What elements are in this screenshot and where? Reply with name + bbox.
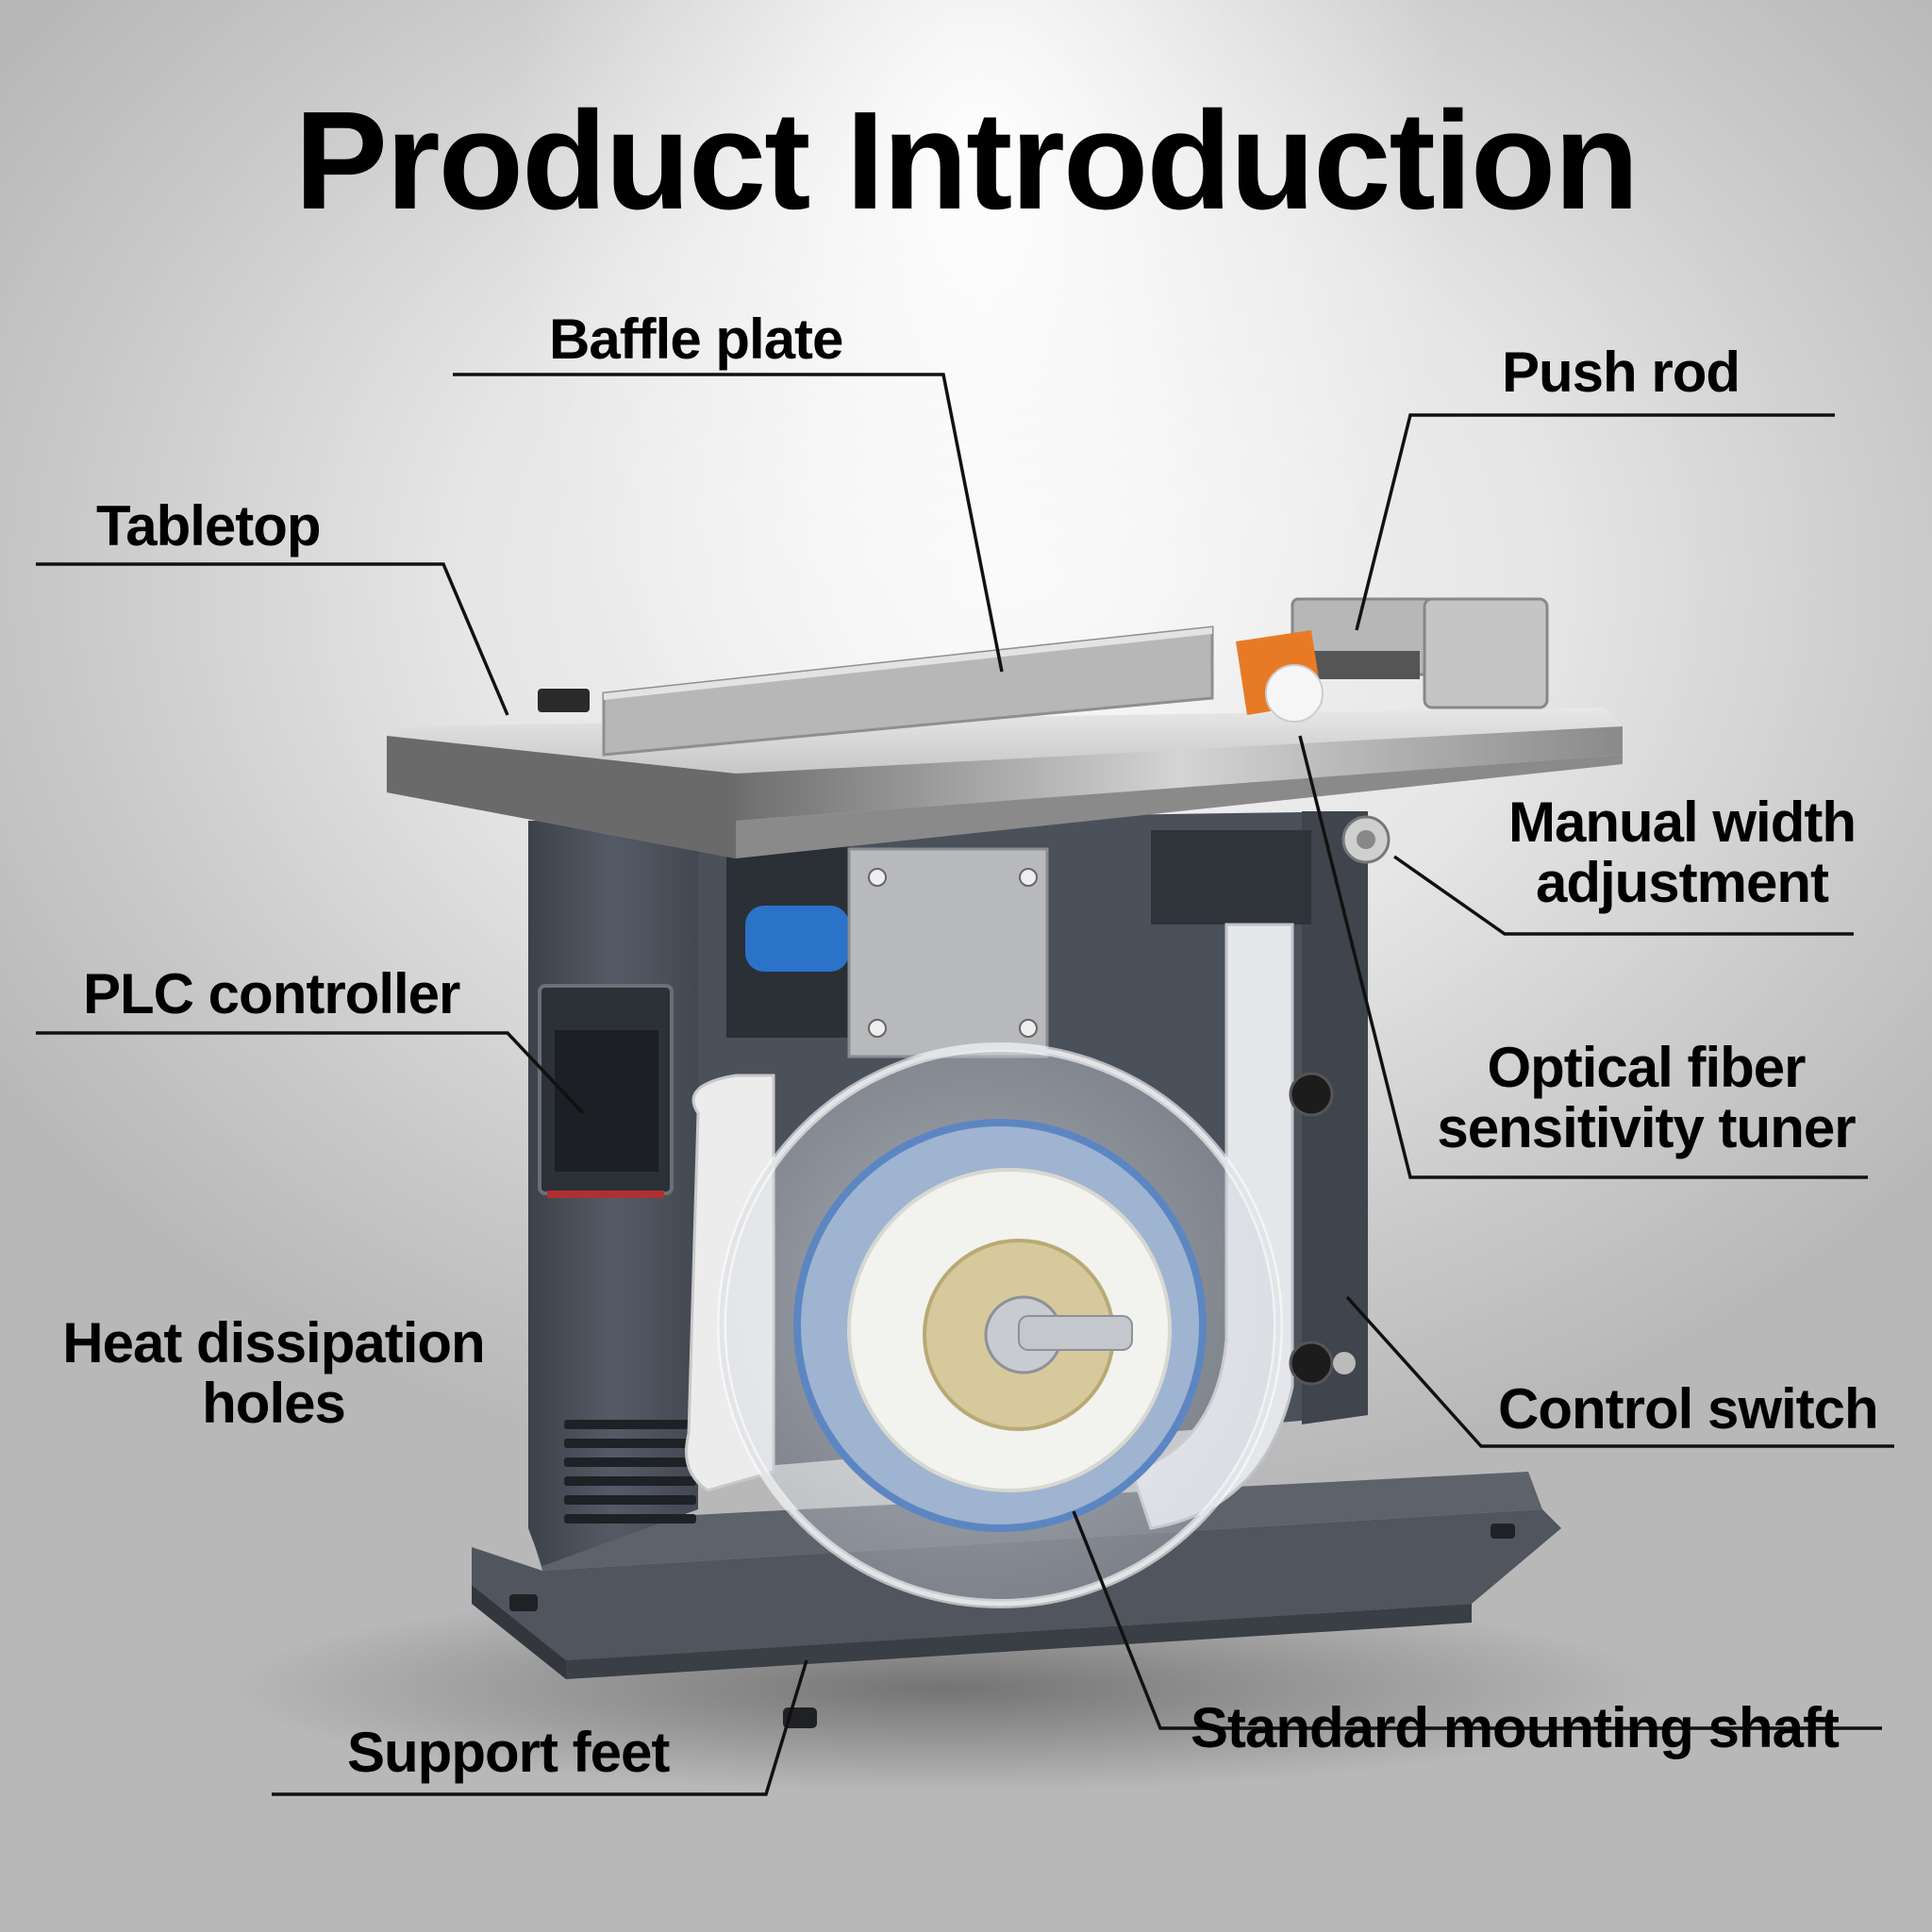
label-optical-fiber-line1: Optical fiber <box>1487 1036 1806 1099</box>
label-optical-fiber-sensitivity-tuner: Optical fiber sensitivity tuner <box>1429 1038 1863 1158</box>
label-optical-fiber-line2: sensitivity tuner <box>1437 1096 1856 1159</box>
control-switch-knobs <box>1289 1072 1356 1386</box>
label-plc-controller: PLC controller <box>83 962 460 1025</box>
label-manual-width-line2: adjustment <box>1535 851 1829 914</box>
label-support-feet: Support feet <box>347 1721 670 1784</box>
leader-push-rod <box>1355 413 1835 631</box>
push-rod-shape <box>1291 597 1549 709</box>
leader-optical-fiber <box>1298 735 1868 1179</box>
label-manual-width-adjustment: Manual width adjustment <box>1498 792 1866 913</box>
baffle-plate-shape <box>538 625 1214 757</box>
leader-manual-width <box>1392 855 1854 936</box>
heat-dissipation-vents <box>564 1420 696 1524</box>
label-baffle-plate: Baffle plate <box>549 308 843 371</box>
tabletop-shape <box>387 708 1623 858</box>
label-control-switch: Control switch <box>1498 1377 1879 1441</box>
label-roll <box>685 923 1294 1608</box>
label-push-rod: Push rod <box>1502 341 1740 404</box>
label-manual-width-line1: Manual width <box>1508 791 1857 854</box>
page-title: Product Introduction <box>294 83 1639 239</box>
leader-standard-shaft <box>1072 1510 1882 1730</box>
leader-control-switch <box>1345 1295 1894 1448</box>
orange-sensor-block <box>1236 630 1324 723</box>
leader-plc-controller <box>36 1031 585 1115</box>
label-standard-mounting-shaft: Standard mounting shaft <box>1191 1696 1840 1759</box>
label-heat-dissipation-holes: Heat dissipation holes <box>38 1313 509 1434</box>
label-heat-dissipation-line2: holes <box>202 1372 346 1435</box>
leader-baffle-plate <box>453 373 1004 673</box>
label-heat-dissipation-line1: Heat dissipation <box>62 1311 485 1374</box>
plc-controller-screen <box>538 984 674 1198</box>
label-tabletop: Tabletop <box>96 494 322 558</box>
leader-lines <box>36 373 1894 1796</box>
manual-width-knob <box>1341 815 1391 864</box>
leader-support-feet <box>272 1659 808 1796</box>
leader-tabletop <box>36 562 509 716</box>
